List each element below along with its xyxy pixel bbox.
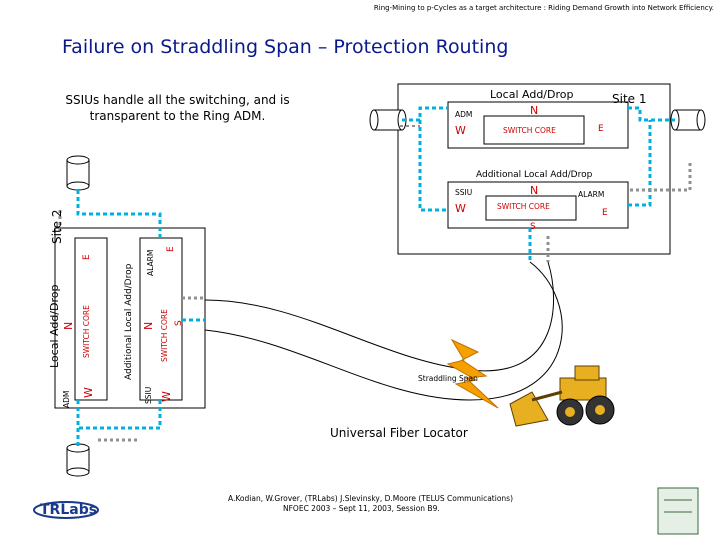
fiber-locator-label: Universal Fiber Locator bbox=[330, 426, 468, 440]
site1-local-drop: Local Add/Drop bbox=[490, 88, 574, 101]
site2-cylinder-top bbox=[66, 155, 90, 191]
site2-box bbox=[54, 227, 206, 409]
site2-e2-label: E bbox=[166, 246, 176, 252]
header-subtitle: Ring-Mining to p-Cycles as a target arch… bbox=[373, 4, 714, 12]
crest-logo bbox=[657, 487, 699, 535]
site2-label: Site 2 bbox=[50, 209, 64, 245]
site1-ssiu-label: SSIU bbox=[455, 188, 473, 197]
trlabs-logo bbox=[33, 501, 99, 519]
site1-path-ssiu bbox=[418, 120, 448, 212]
site2-ssiu-label: SSIU bbox=[144, 386, 153, 404]
site1-w-label: W bbox=[455, 124, 466, 137]
site1-box bbox=[397, 83, 671, 255]
site2-path-ssiu bbox=[78, 400, 162, 430]
site2-n-label: N bbox=[62, 321, 75, 330]
site1-switch-core2: SWITCH CORE bbox=[497, 202, 550, 211]
site1-path-out bbox=[628, 106, 675, 122]
site2-adm-label: ADM bbox=[62, 390, 71, 408]
site1-adm-label: ADM bbox=[455, 110, 473, 119]
straddling-span-bottom bbox=[204, 261, 563, 401]
site1-n-label: N bbox=[530, 104, 539, 117]
site1-switch-core: SWITCH CORE bbox=[503, 126, 556, 135]
failure-lightning-icon bbox=[446, 338, 499, 409]
site1-adm-core bbox=[483, 115, 585, 145]
trlabs-logo-text: TRLabs bbox=[40, 502, 98, 518]
slide-title: Failure on Straddling Span – Protection … bbox=[62, 36, 509, 58]
site2-alarm-label: ALARM bbox=[146, 249, 155, 276]
site1-n2-label: N bbox=[530, 184, 539, 197]
footer-authors: A.Kodian, W.Grover, (TRLabs) J.Slevinsky… bbox=[228, 494, 513, 503]
site1-path-gray bbox=[630, 160, 692, 192]
site2-switch-core2: SWITCH CORE bbox=[160, 309, 169, 362]
site1-label: Site 1 bbox=[612, 92, 647, 106]
site1-cylinder-right bbox=[670, 109, 706, 131]
site2-w-label: W bbox=[82, 387, 95, 398]
site1-e-label: E bbox=[598, 124, 604, 134]
site1-s-label: S bbox=[530, 222, 536, 232]
site2-adm-box bbox=[74, 237, 108, 401]
footer-venue: NFOEC 2003 – Sept 11, 2003, Session B9. bbox=[283, 504, 440, 513]
site1-ssiu-core bbox=[485, 195, 577, 221]
site1-e2-label: E bbox=[602, 208, 608, 218]
site2-n2-label: N bbox=[142, 321, 155, 330]
site1-path-in bbox=[402, 106, 448, 122]
site2-s-label: S bbox=[174, 320, 184, 326]
bulldozer-icon bbox=[509, 365, 615, 427]
site2-w2-label: W bbox=[160, 391, 173, 402]
site2-additional-drop: Additional Local Add/Drop bbox=[124, 263, 134, 380]
straddling-span-label: Straddling Span bbox=[418, 374, 478, 383]
site2-local-drop: Local Add/Drop bbox=[48, 284, 61, 368]
site2-switch-core: SWITCH CORE bbox=[82, 305, 91, 358]
site2-path-top bbox=[76, 190, 162, 238]
site1-alarm-label: ALARM bbox=[578, 190, 605, 199]
site1-w2-label: W bbox=[455, 202, 466, 215]
site2-e-label: E bbox=[82, 254, 92, 260]
site1-path-ssiu-e bbox=[628, 120, 652, 207]
site1-additional-drop: Additional Local Add/Drop bbox=[476, 170, 593, 180]
site2-cylinder-bottom bbox=[66, 443, 90, 477]
slide-note: SSIUs handle all the switching, and is t… bbox=[65, 93, 290, 123]
straddling-span-top bbox=[204, 261, 555, 372]
